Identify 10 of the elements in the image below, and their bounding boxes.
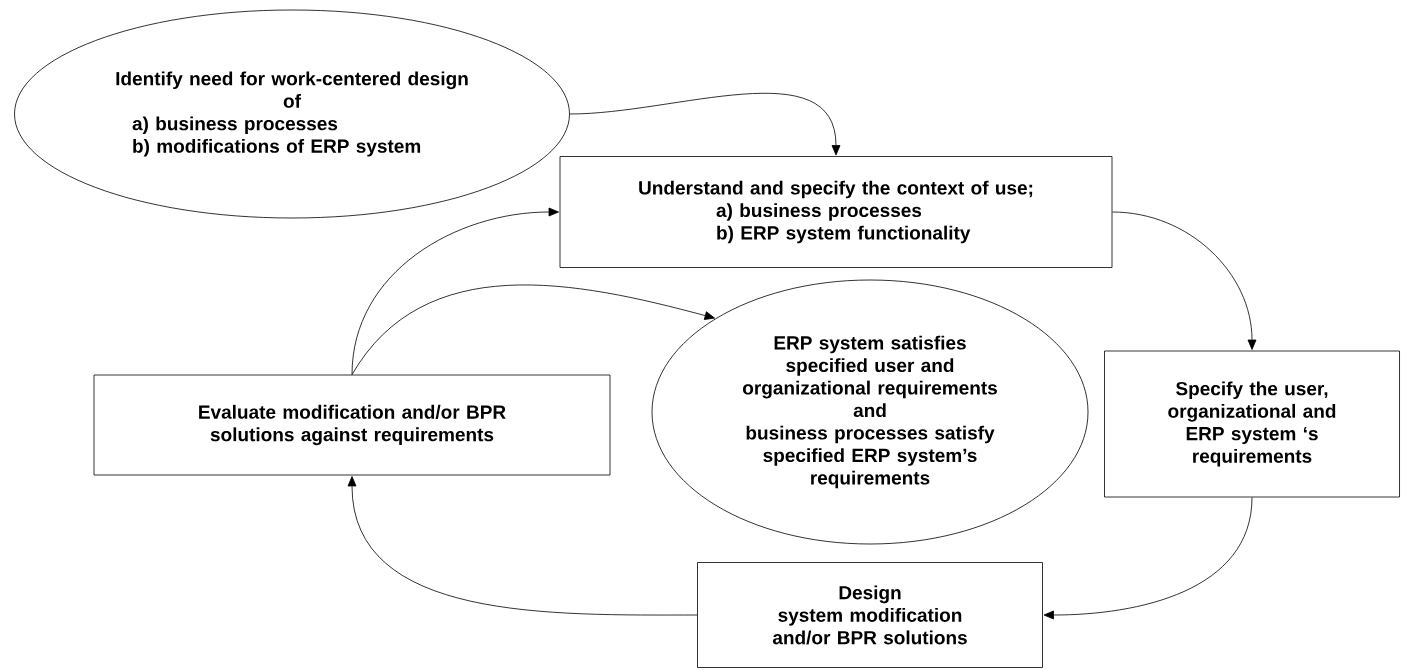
arrow [347, 476, 698, 616]
arrow [1043, 497, 1253, 620]
arrow [351, 207, 559, 375]
process-box: Evaluate modification and/or BPR solutions against requirements [93, 374, 611, 476]
process-box: Specify the user, organizational and ERP system ‘s requirements [1104, 350, 1400, 498]
arrow [569, 92, 841, 156]
arrow [1112, 211, 1257, 350]
arrow [351, 284, 715, 375]
process-box: Understand and specify the context of use; a) business processes b) ERP system functionality [559, 156, 1113, 268]
process-box: Design system modification and/or BPR solutions [697, 562, 1043, 668]
